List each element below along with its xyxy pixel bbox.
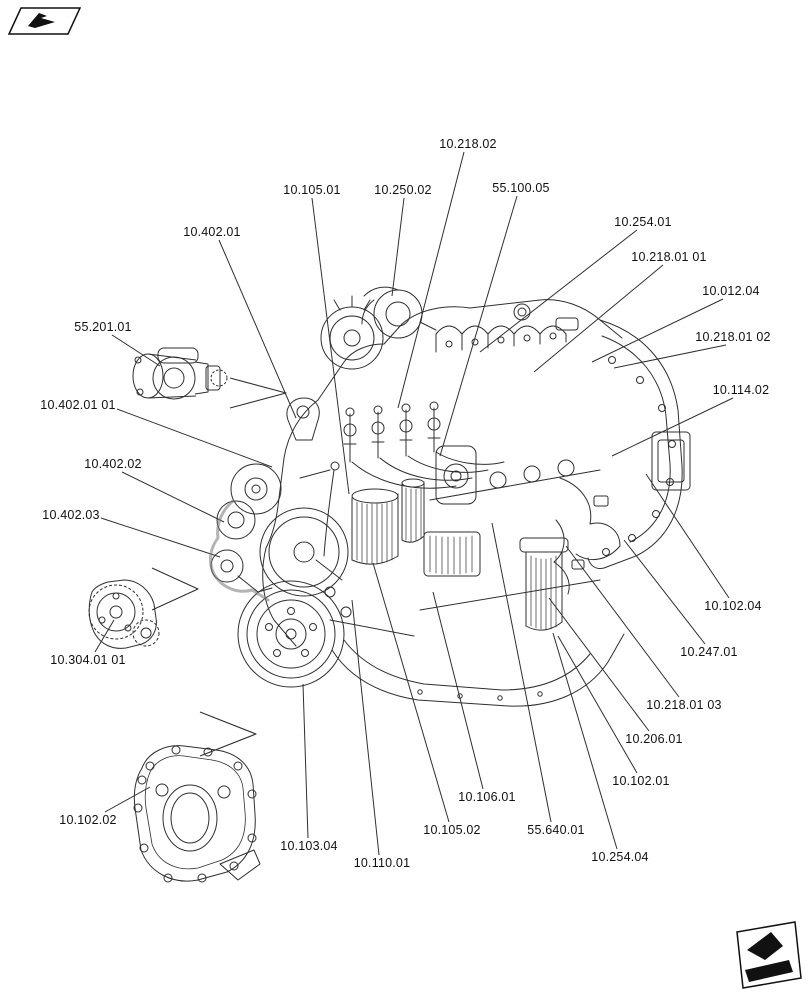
page-marker-icon[interactable] xyxy=(8,6,82,36)
leader-lines xyxy=(94,151,734,856)
part-label-10-402-03[interactable]: 10.402.03 xyxy=(41,508,101,522)
part-label-10-402-01[interactable]: 10.402.01 xyxy=(182,225,242,239)
front-cover-drawing xyxy=(133,745,261,883)
part-label-10-402-02[interactable]: 10.402.02 xyxy=(83,457,143,471)
part-label-10-110-01[interactable]: 10.110.01 xyxy=(352,856,412,870)
part-label-10-105-01[interactable]: 10.105.01 xyxy=(282,183,342,197)
part-label-10-402-01-01[interactable]: 10.402.01 01 xyxy=(39,398,117,412)
part-label-10-218-02[interactable]: 10.218.02 xyxy=(438,137,498,151)
part-label-10-218-01-02[interactable]: 10.218.01 02 xyxy=(694,330,772,344)
part-label-10-218-01-01[interactable]: 10.218.01 01 xyxy=(630,250,708,264)
part-label-10-102-01[interactable]: 10.102.01 xyxy=(611,774,671,788)
starter-motor-drawing xyxy=(132,347,228,400)
part-label-10-304-01-01[interactable]: 10.304.01 01 xyxy=(49,653,127,667)
part-label-10-105-02[interactable]: 10.105.02 xyxy=(422,823,482,837)
part-label-10-254-01[interactable]: 10.254.01 xyxy=(613,215,673,229)
part-label-10-102-04[interactable]: 10.102.04 xyxy=(703,599,763,613)
part-label-10-247-01[interactable]: 10.247.01 xyxy=(679,645,739,659)
part-label-10-106-01[interactable]: 10.106.01 xyxy=(457,790,517,804)
part-label-10-114-02[interactable]: 10.114.02 xyxy=(711,383,771,397)
mounting-pointer-arrows xyxy=(151,377,287,757)
engine-main-drawing xyxy=(209,286,691,707)
part-label-10-103-04[interactable]: 10.103.04 xyxy=(279,839,339,853)
part-label-10-012-04[interactable]: 10.012.04 xyxy=(701,284,761,298)
part-label-10-250-02[interactable]: 10.250.02 xyxy=(373,183,433,197)
part-label-55-201-01[interactable]: 55.201.01 xyxy=(73,320,133,334)
oil-pump-drawing xyxy=(88,579,160,649)
part-label-55-100-05[interactable]: 55.100.05 xyxy=(491,181,551,195)
part-label-10-206-01[interactable]: 10.206.01 xyxy=(624,732,684,746)
part-label-10-218-01-03[interactable]: 10.218.01 03 xyxy=(645,698,723,712)
part-label-10-102-02[interactable]: 10.102.02 xyxy=(58,813,118,827)
part-label-55-640-01[interactable]: 55.640.01 xyxy=(526,823,586,837)
next-figure-icon[interactable] xyxy=(731,920,805,992)
part-label-10-254-04[interactable]: 10.254.04 xyxy=(590,850,650,864)
